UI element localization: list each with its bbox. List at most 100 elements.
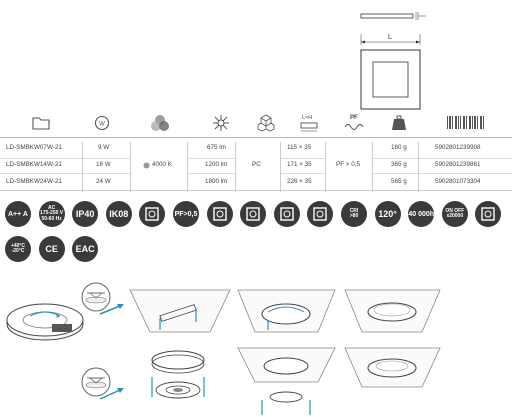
material-icon [257, 114, 275, 132]
shared-cct-value: 4000 K [152, 161, 172, 168]
watt-icon: W [94, 115, 110, 131]
row3-size: 226 × 35 [287, 178, 312, 185]
cri-badge: CRI >80 [341, 201, 367, 227]
row3-ean: 5902801073304 [435, 178, 481, 185]
step-mounted-bottom [344, 347, 441, 388]
color-temperature-icon [151, 115, 169, 131]
ce-badge-label: CE [45, 243, 58, 254]
dimension-drawing: L [360, 12, 426, 110]
row-sep [280, 158, 325, 159]
eac-badge: EAC [72, 236, 99, 262]
ip40-badge: IP40 [72, 201, 99, 227]
surface-mount-icon [246, 207, 260, 221]
step-ring-parts [151, 350, 205, 399]
barcode-icon [447, 116, 484, 129]
col-sep [235, 142, 236, 192]
shared-pf: PF > 0,5 [336, 161, 360, 168]
row1-size: 115 × 35 [287, 144, 312, 151]
pf-badge-label: PF>0,5 [174, 210, 198, 218]
row2-model: LD-SMBKW14W-21 [6, 161, 62, 168]
shared-cct: 4000 K [143, 161, 172, 169]
indoor-icon [313, 207, 328, 221]
lumen-icon [213, 115, 229, 131]
power-factor-icon-label: PF [350, 115, 358, 121]
step-mount-bracket [129, 289, 231, 333]
row3-model: LD-SMBKW24W-21 [6, 178, 62, 185]
row1-model: LD-SMBKW07W-21 [6, 144, 62, 151]
row2-size: 171 × 35 [287, 161, 312, 168]
no-dimming-icon [280, 207, 294, 221]
energy-class-badge-label: A++ A [8, 210, 28, 218]
ce-badge: CE [38, 236, 65, 262]
side-profile [360, 13, 414, 19]
step-icon-top [81, 282, 111, 312]
row-sep [372, 158, 512, 159]
col-sep [130, 142, 131, 192]
col-sep [418, 142, 419, 192]
switching-cycles-badge-label: ON OFF x20000 [445, 207, 465, 219]
switching-cycles-badge: ON OFF x20000 [441, 201, 468, 227]
col-sep [82, 142, 83, 192]
ip40-badge-label: IP40 [75, 208, 95, 219]
row-sep [0, 158, 130, 159]
folder-icon [32, 117, 50, 130]
row-sep [187, 158, 235, 159]
row-sep [0, 173, 130, 174]
col-sep [280, 142, 281, 192]
step-attach-cover [237, 347, 336, 415]
svg-text:W: W [99, 122, 105, 128]
col-sep [187, 142, 188, 192]
lamp-exploded-view [6, 303, 84, 341]
class-ii-icon [145, 207, 160, 221]
row2-power: 16 W [96, 161, 111, 168]
col-sep [372, 142, 373, 192]
voltage-badge: AC 175-250 V 50-60 Hz [38, 201, 65, 227]
dimensions-icon: L×H [298, 114, 320, 134]
row-sep [187, 173, 235, 174]
energy-class-badge: A++ A [5, 201, 31, 227]
ik08-badge-label: IK08 [109, 208, 129, 219]
row1-power: 9 W [98, 144, 110, 151]
row-sep [372, 173, 512, 174]
dimensions-icon-label: L×H [302, 115, 313, 121]
beam-angle-badge [206, 201, 233, 227]
spec-table: W L×H PF [0, 108, 512, 192]
top-view-inner [372, 61, 409, 98]
temperature-range-badge-label: +40°C -20°C [10, 242, 26, 254]
cri-badge-label: CRI >80 [349, 207, 359, 219]
indoor-badge [307, 201, 334, 227]
row3-power: 24 W [96, 178, 111, 185]
row2-weight: 365 g [391, 161, 407, 168]
row3-weight: 565 g [391, 178, 407, 185]
voltage-badge-label: AC 175-250 V 50-60 Hz [40, 204, 64, 222]
row2-ean: 5902801239861 [435, 161, 481, 168]
dim-label-l: L [388, 34, 392, 41]
row1-weight: 180 g [391, 144, 407, 151]
no-cover-badge [475, 201, 502, 227]
no-cover-icon [481, 207, 496, 221]
beam-angle-icon [212, 207, 227, 221]
table-bottom-line [0, 190, 512, 191]
step-twist-lamp [237, 289, 336, 333]
angle-120-badge: 120° [374, 201, 401, 227]
top-view-outer [360, 49, 421, 110]
col-sep [325, 142, 326, 192]
row-sep [280, 173, 325, 174]
angle-120-badge-label: 120° [378, 208, 397, 219]
power-factor-icon: PF [343, 114, 367, 134]
class-ii-badge [139, 201, 166, 227]
row1-ean: 5902801239908 [435, 144, 481, 151]
pf-badge: PF>0,5 [173, 201, 199, 227]
shared-material: PC [252, 161, 261, 168]
eac-badge-label: EAC [75, 243, 95, 254]
temperature-range-badge: +40°C -20°C [5, 236, 31, 262]
lifetime-badge: 40 000h [408, 201, 435, 227]
ik08-badge: IK08 [105, 201, 132, 227]
table-header-line [0, 137, 512, 138]
weight-icon [392, 115, 406, 130]
row3-lumen: 1800 lm [205, 178, 228, 185]
cct-dot-icon [143, 162, 150, 168]
lifetime-badge-label: 40 000h [408, 210, 435, 218]
step-icon-bottom [81, 367, 111, 397]
row1-lumen: 675 lm [207, 144, 226, 151]
